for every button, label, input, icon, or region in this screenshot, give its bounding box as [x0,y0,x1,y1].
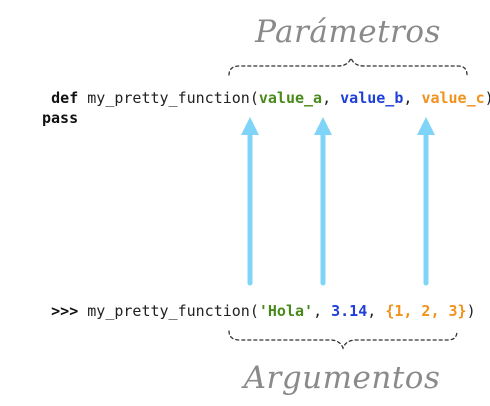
arg-set: {1, 2, 3} [385,302,466,320]
definition-close: ): [485,89,490,107]
arrow-c [417,117,435,286]
arg-pi: 3.14 [331,302,367,320]
call-line: >>> my_pretty_function('Hola', 3.14, {1,… [6,302,490,320]
def-keyword: def [51,89,78,107]
arg-hola: 'Hola' [259,302,313,320]
prompt-symbol: >>> [51,302,78,320]
call-function-name: my_pretty_function( [78,302,259,320]
param-value-b: value_b [340,89,403,107]
param-separator-2: , [403,89,421,107]
definition-line: def my_pretty_function(value_a, value_b,… [6,89,490,107]
parameters-brace [228,56,468,76]
arguments-label: Argumentos [241,360,441,396]
definition-function-name: my_pretty_function( [78,89,259,107]
arg-separator-1: , [313,302,331,320]
parameters-label: Parámetros [254,14,441,50]
arrow-b [314,117,332,286]
param-value-a: value_a [259,89,322,107]
arguments-brace [228,330,458,350]
arrow-a [241,117,259,286]
arg-separator-2: , [367,302,385,320]
param-separator-1: , [322,89,340,107]
pass-statement: pass [42,109,78,127]
param-value-c: value_c [421,89,484,107]
call-close: ) [467,302,476,320]
